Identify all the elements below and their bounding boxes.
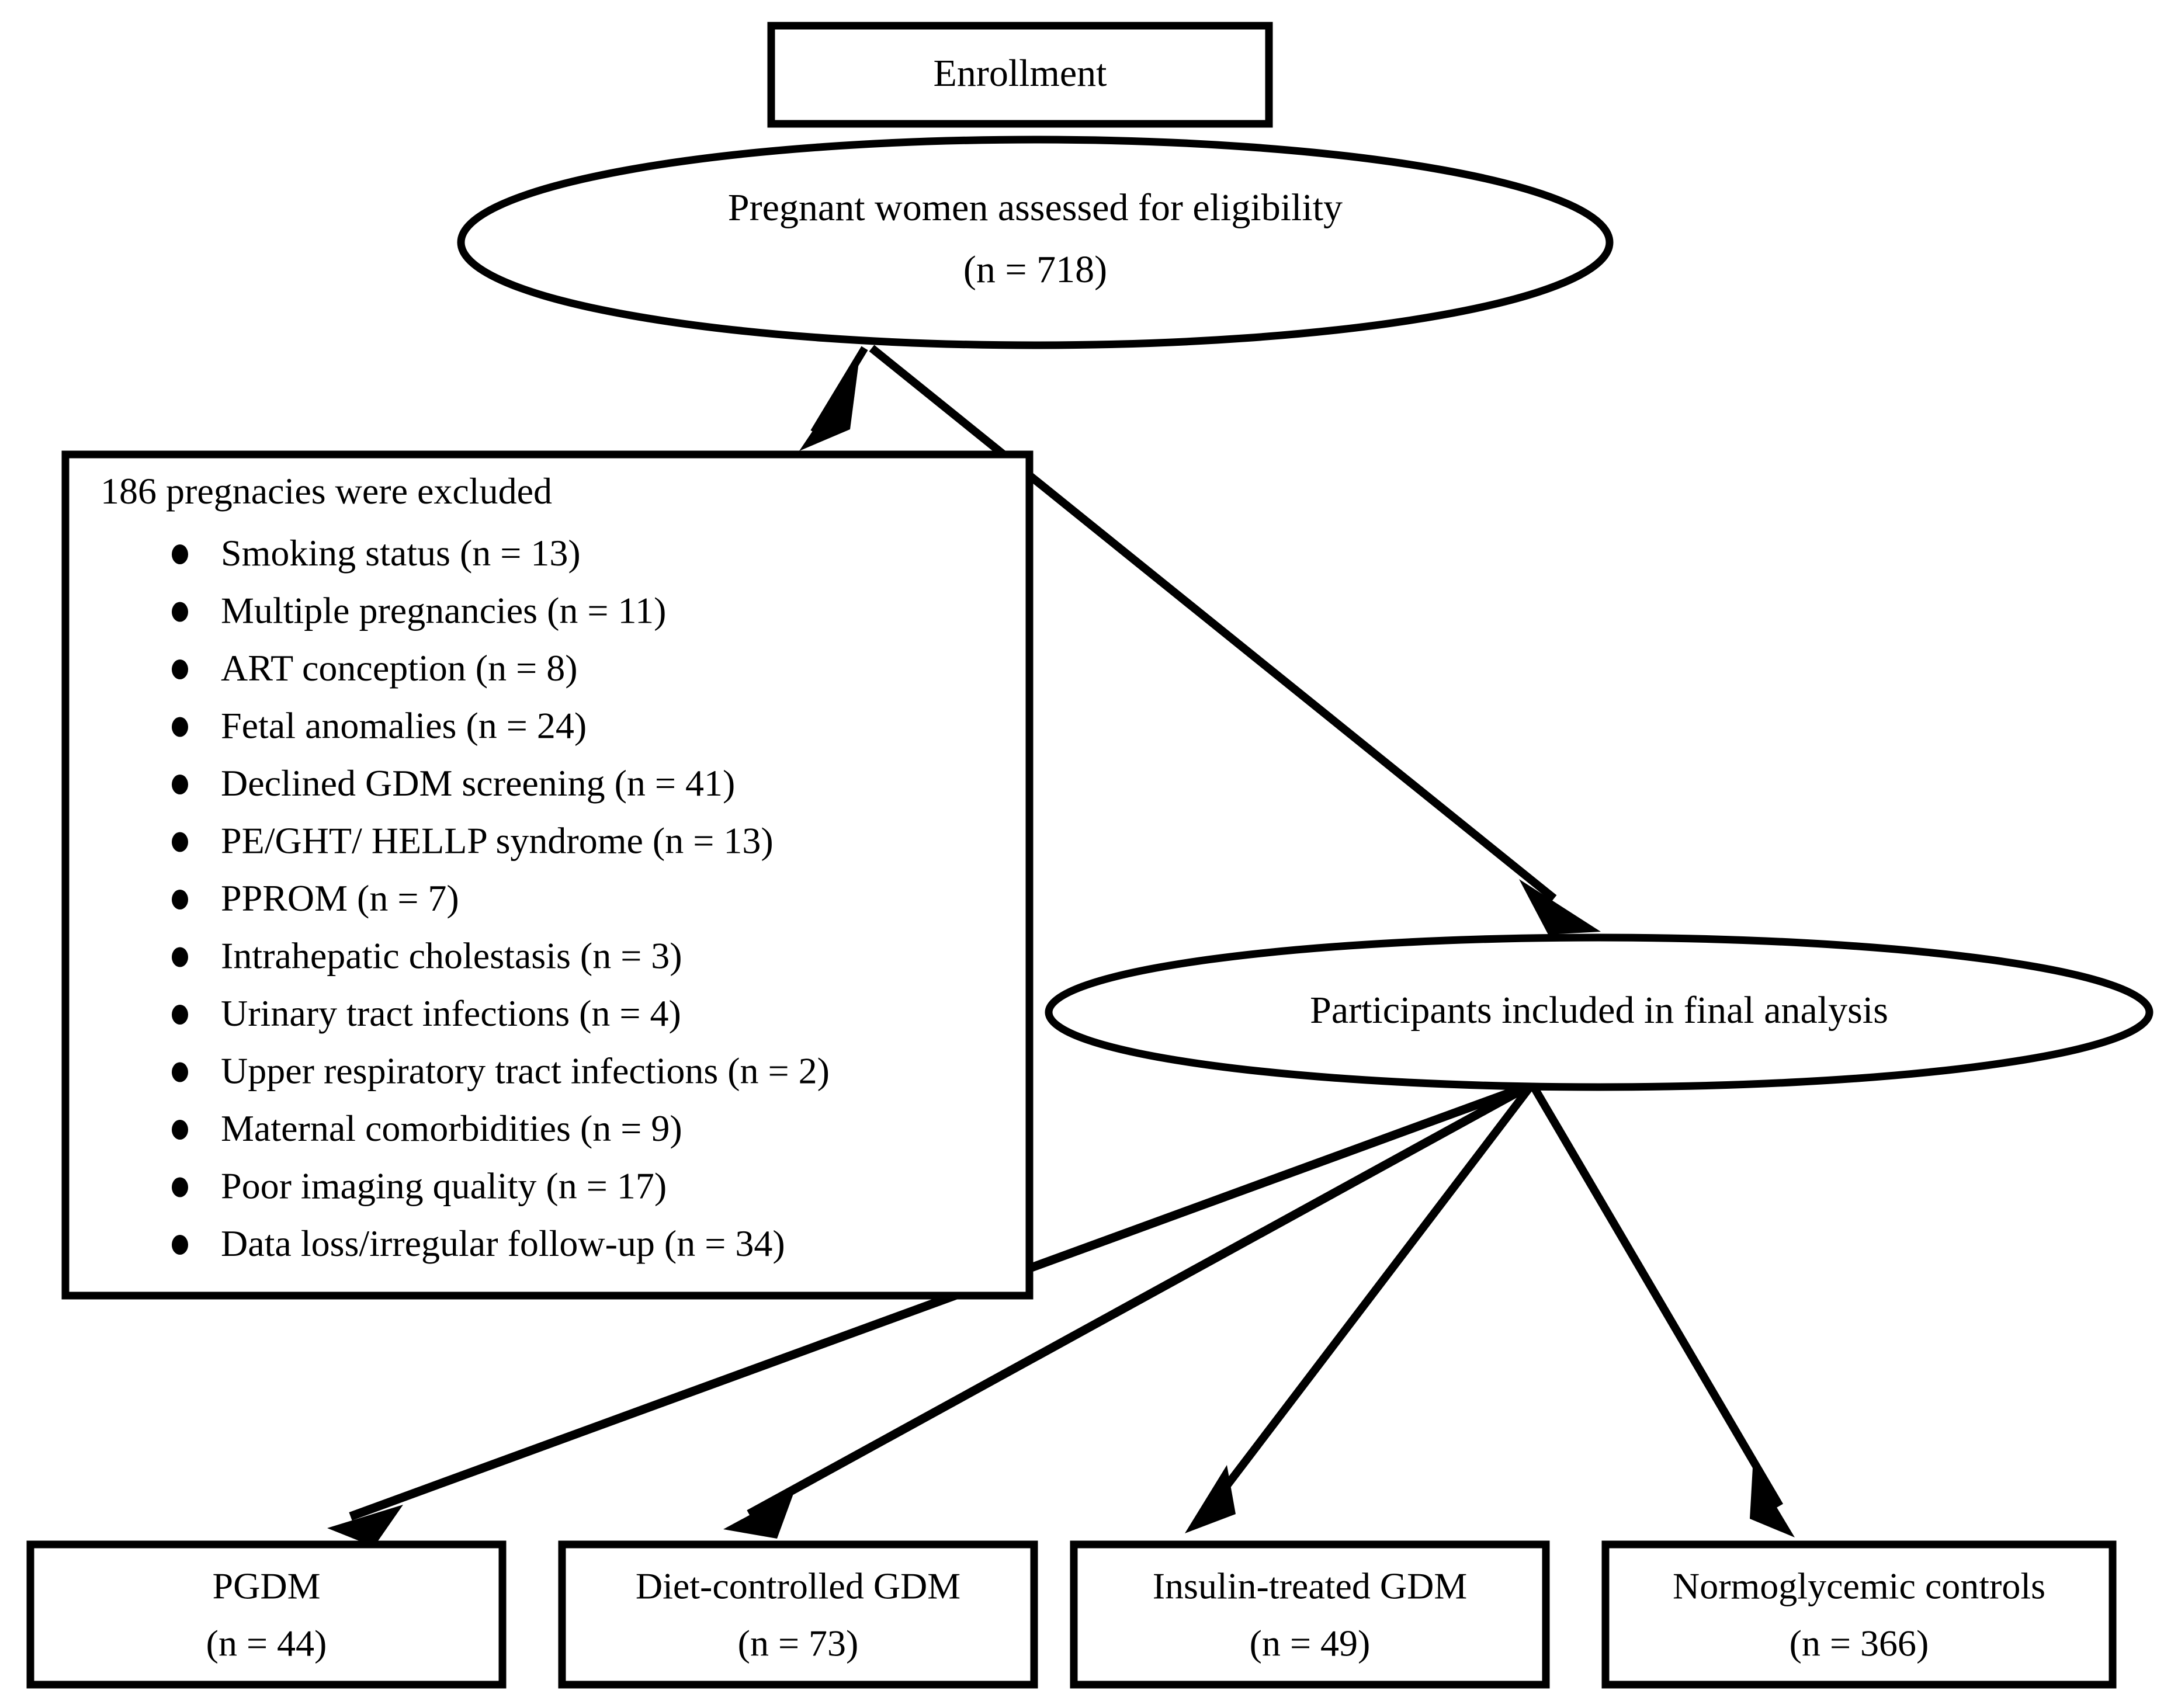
- enrollment-node[interactable]: Enrollment: [767, 22, 1273, 128]
- exclusion-item-label: Urinary tract infections (n = 4): [221, 992, 681, 1034]
- bullet-icon: [172, 890, 188, 909]
- eligibility-node[interactable]: Pregnant women assessed for eligibility …: [457, 136, 1614, 349]
- connector-eligibility-to-final: [869, 345, 1601, 935]
- exclusion-list-item: PPROM (n = 7): [172, 877, 459, 919]
- group-box-name: Insulin-treated GDM: [1153, 1565, 1468, 1607]
- bullet-icon: [172, 602, 188, 622]
- exclusion-list-item: Intrahepatic cholestasis (n = 3): [172, 935, 682, 977]
- exclusion-item-label: Maternal comorbidities (n = 9): [221, 1108, 682, 1149]
- connector-final-to-pgdm: [327, 1083, 1525, 1547]
- final-analysis-label: Participants included in final analysis: [1310, 989, 1888, 1032]
- exclusion-item-label: Smoking status (n = 13): [221, 532, 581, 574]
- exclusion-item-label: Poor imaging quality (n = 17): [221, 1165, 667, 1207]
- bullet-icon: [172, 544, 188, 564]
- group-box-frame: [1070, 1540, 1550, 1689]
- exclusion-list-item: Declined GDM screening (n = 41): [172, 762, 735, 804]
- exclusion-list-item: Urinary tract infections (n = 4): [172, 992, 681, 1034]
- group-box-normoglycemic-controls[interactable]: Normoglycemic controls (n = 366): [1601, 1540, 2117, 1689]
- exclusion-item-label: Data loss/irregular follow-up (n = 34): [221, 1223, 785, 1264]
- bullet-icon: [172, 1120, 188, 1140]
- group-box-frame: [1601, 1540, 2117, 1689]
- group-box-name: PGDM: [213, 1565, 321, 1607]
- exclusion-item-label: PPROM (n = 7): [221, 877, 459, 919]
- exclusion-item-label: Intrahepatic cholestasis (n = 3): [221, 935, 682, 977]
- group-box-frame: [558, 1540, 1038, 1689]
- group-box-pgdm[interactable]: PGDM (n = 44): [26, 1540, 507, 1689]
- bullet-icon: [172, 832, 188, 852]
- exclusion-list-item: PE/GHT/ HELLP syndrome (n = 13): [172, 820, 774, 862]
- exclusion-item-label: ART conception (n = 8): [221, 647, 578, 689]
- exclusion-list-item: Fetal anomalies (n = 24): [172, 705, 587, 747]
- exclusion-item-label: Declined GDM screening (n = 41): [221, 762, 735, 804]
- exclusion-heading: 186 pregnacies were excluded: [100, 470, 552, 512]
- bullet-icon: [172, 1235, 188, 1255]
- group-box-insulin-treated-gdm[interactable]: Insulin-treated GDM (n = 49): [1070, 1540, 1550, 1689]
- group-box-diet-controlled-gdm[interactable]: Diet-controlled GDM (n = 73): [558, 1540, 1038, 1689]
- exclusion-item-list: Smoking status (n = 13) Multiple pregnanc…: [172, 532, 830, 1264]
- eligibility-line2: (n = 718): [963, 248, 1107, 291]
- bullet-icon: [172, 717, 188, 737]
- exclusion-list-item: Data loss/irregular follow-up (n = 34): [172, 1223, 785, 1264]
- exclusion-list-item: Multiple pregnancies (n = 11): [172, 590, 666, 631]
- group-box-count: (n = 44): [206, 1623, 327, 1664]
- enrollment-label: Enrollment: [934, 52, 1107, 95]
- eligibility-line1: Pregnant women assessed for eligibility: [728, 186, 1343, 229]
- final-analysis-node[interactable]: Participants included in final analysis: [1045, 933, 2153, 1091]
- exclusion-item-label: Upper respiratory tract infections (n = …: [221, 1050, 830, 1092]
- group-box-name: Normoglycemic controls: [1673, 1565, 2045, 1607]
- exclusion-item-label: Fetal anomalies (n = 24): [221, 705, 587, 747]
- exclusion-list-item: Smoking status (n = 13): [172, 532, 581, 574]
- group-box-name: Diet-controlled GDM: [636, 1565, 960, 1607]
- exclusion-list-item: ART conception (n = 8): [172, 647, 578, 689]
- connector-eligibility-to-exclusion: [799, 346, 868, 451]
- connector-final-to-insulin: [1185, 1085, 1533, 1533]
- bullet-icon: [172, 659, 188, 679]
- group-box-frame: [26, 1540, 507, 1689]
- exclusion-list-item: Upper respiratory tract infections (n = …: [172, 1050, 830, 1092]
- bullet-icon: [172, 947, 188, 967]
- bullet-icon: [172, 775, 188, 794]
- bullet-icon: [172, 1005, 188, 1025]
- exclusion-item-label: Multiple pregnancies (n = 11): [221, 590, 666, 631]
- exclusion-list-item: Maternal comorbidities (n = 9): [172, 1108, 682, 1149]
- exclusion-list-item: Poor imaging quality (n = 17): [172, 1165, 667, 1207]
- bullet-icon: [172, 1177, 188, 1197]
- exclusion-node[interactable]: 186 pregnacies were excluded Smoking sta…: [61, 450, 1034, 1300]
- group-box-count: (n = 73): [738, 1623, 859, 1664]
- bullet-icon: [172, 1062, 188, 1082]
- group-box-row: PGDM (n = 44) Diet-controlled GDM (n = 73) I…: [26, 1540, 2117, 1689]
- connector-final-to-controls: [1530, 1085, 1795, 1537]
- connector-final-to-diet: [723, 1084, 1528, 1539]
- group-box-count: (n = 49): [1250, 1623, 1371, 1664]
- group-box-count: (n = 366): [1790, 1623, 1929, 1664]
- exclusion-item-label: PE/GHT/ HELLP syndrome (n = 13): [221, 820, 774, 862]
